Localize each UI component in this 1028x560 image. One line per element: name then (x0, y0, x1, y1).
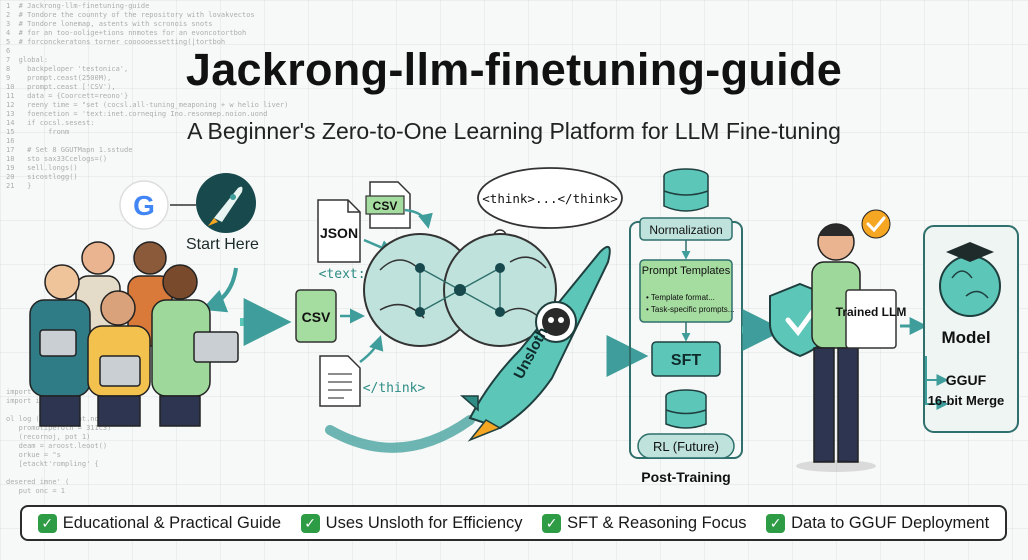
feature-label: Educational & Practical Guide (62, 513, 282, 532)
model-label: Model (941, 328, 990, 347)
trained-llm-card (845, 289, 897, 349)
think-close-label: </think> (363, 381, 426, 396)
prompt-templates-label: Prompt Templates (642, 265, 731, 277)
prompt-bullet-1: • Template format... (646, 293, 715, 302)
check-icon: ✓ (300, 513, 320, 533)
thought-bubble-text: <think>...</think> (482, 191, 617, 206)
start-arrow (201, 267, 238, 313)
sft-label: SFT (671, 352, 701, 369)
sft-box (651, 341, 721, 377)
check-icon: ✓ (766, 513, 786, 533)
unsloth-rocket-icon (460, 245, 611, 442)
feature-item: ✓ Uses Unsloth for Efficiency (300, 513, 523, 533)
check-icon: ✓ (37, 513, 57, 533)
rocket-start-icon (196, 173, 256, 233)
check-badge-icon (861, 209, 891, 239)
brain-icon (363, 233, 557, 347)
csv-top-file-icon (365, 181, 411, 229)
rocket-exhaust-trail (325, 415, 475, 453)
feature-label: SFT & Reasoning Focus (567, 513, 747, 532)
page-title: Jackrong-llm-finetuning-guide (185, 44, 843, 95)
merge-label: 16-bit Merge (928, 393, 1005, 408)
feature-item: ✓ SFT & Reasoning Focus (542, 513, 747, 533)
model-brain-icon (939, 242, 1001, 317)
database-bottom-icon (665, 389, 707, 429)
rl-label: RL (Future) (653, 439, 719, 454)
csv-top-arrow (404, 208, 433, 229)
text-tag-label: <text:> (319, 267, 374, 282)
check-icon: ✓ (542, 513, 562, 533)
csv-mid-file-icon (295, 289, 337, 343)
csv-top-label: CSV (373, 199, 398, 213)
features-bar: ✓ Educational & Practical Guide ✓ Uses U… (20, 505, 1007, 541)
gguf-label: GGUF (946, 372, 987, 388)
google-logo-icon: G (119, 180, 169, 230)
page-subtitle: A Beginner's Zero-to-One Learning Platfo… (187, 118, 841, 144)
trained-llm-label: Trained LLM (836, 305, 907, 319)
normalization-label: Normalization (649, 223, 722, 237)
json-label: JSON (320, 225, 358, 241)
feature-item: ✓ Data to GGUF Deployment (766, 513, 990, 533)
json-file-icon (317, 199, 361, 263)
feature-label: Uses Unsloth for Efficiency (325, 513, 523, 532)
background-code-top: 1 # Jackrong-llm-finetuning-guide 2 # To… (6, 2, 289, 190)
feature-label: Data to GGUF Deployment (791, 513, 990, 532)
rl-pill (637, 433, 735, 459)
prompt-bullet-2: • Task-specific prompts... (646, 305, 734, 314)
svg-text:G: G (133, 190, 155, 221)
document-arrow (359, 335, 384, 363)
start-here-label: Start Here (186, 236, 259, 253)
model-to-merge-arrow (925, 380, 949, 410)
feature-item: ✓ Educational & Practical Guide (37, 513, 282, 533)
text-document-icon (319, 355, 361, 407)
pipeline-diagram: G JSON CSV <text:> (29, 167, 1019, 485)
learners-group-illustration (29, 241, 239, 427)
post-training-caption: Post-Training (641, 469, 730, 485)
database-top-icon (663, 168, 709, 212)
csv-mid-label: CSV (302, 309, 331, 325)
